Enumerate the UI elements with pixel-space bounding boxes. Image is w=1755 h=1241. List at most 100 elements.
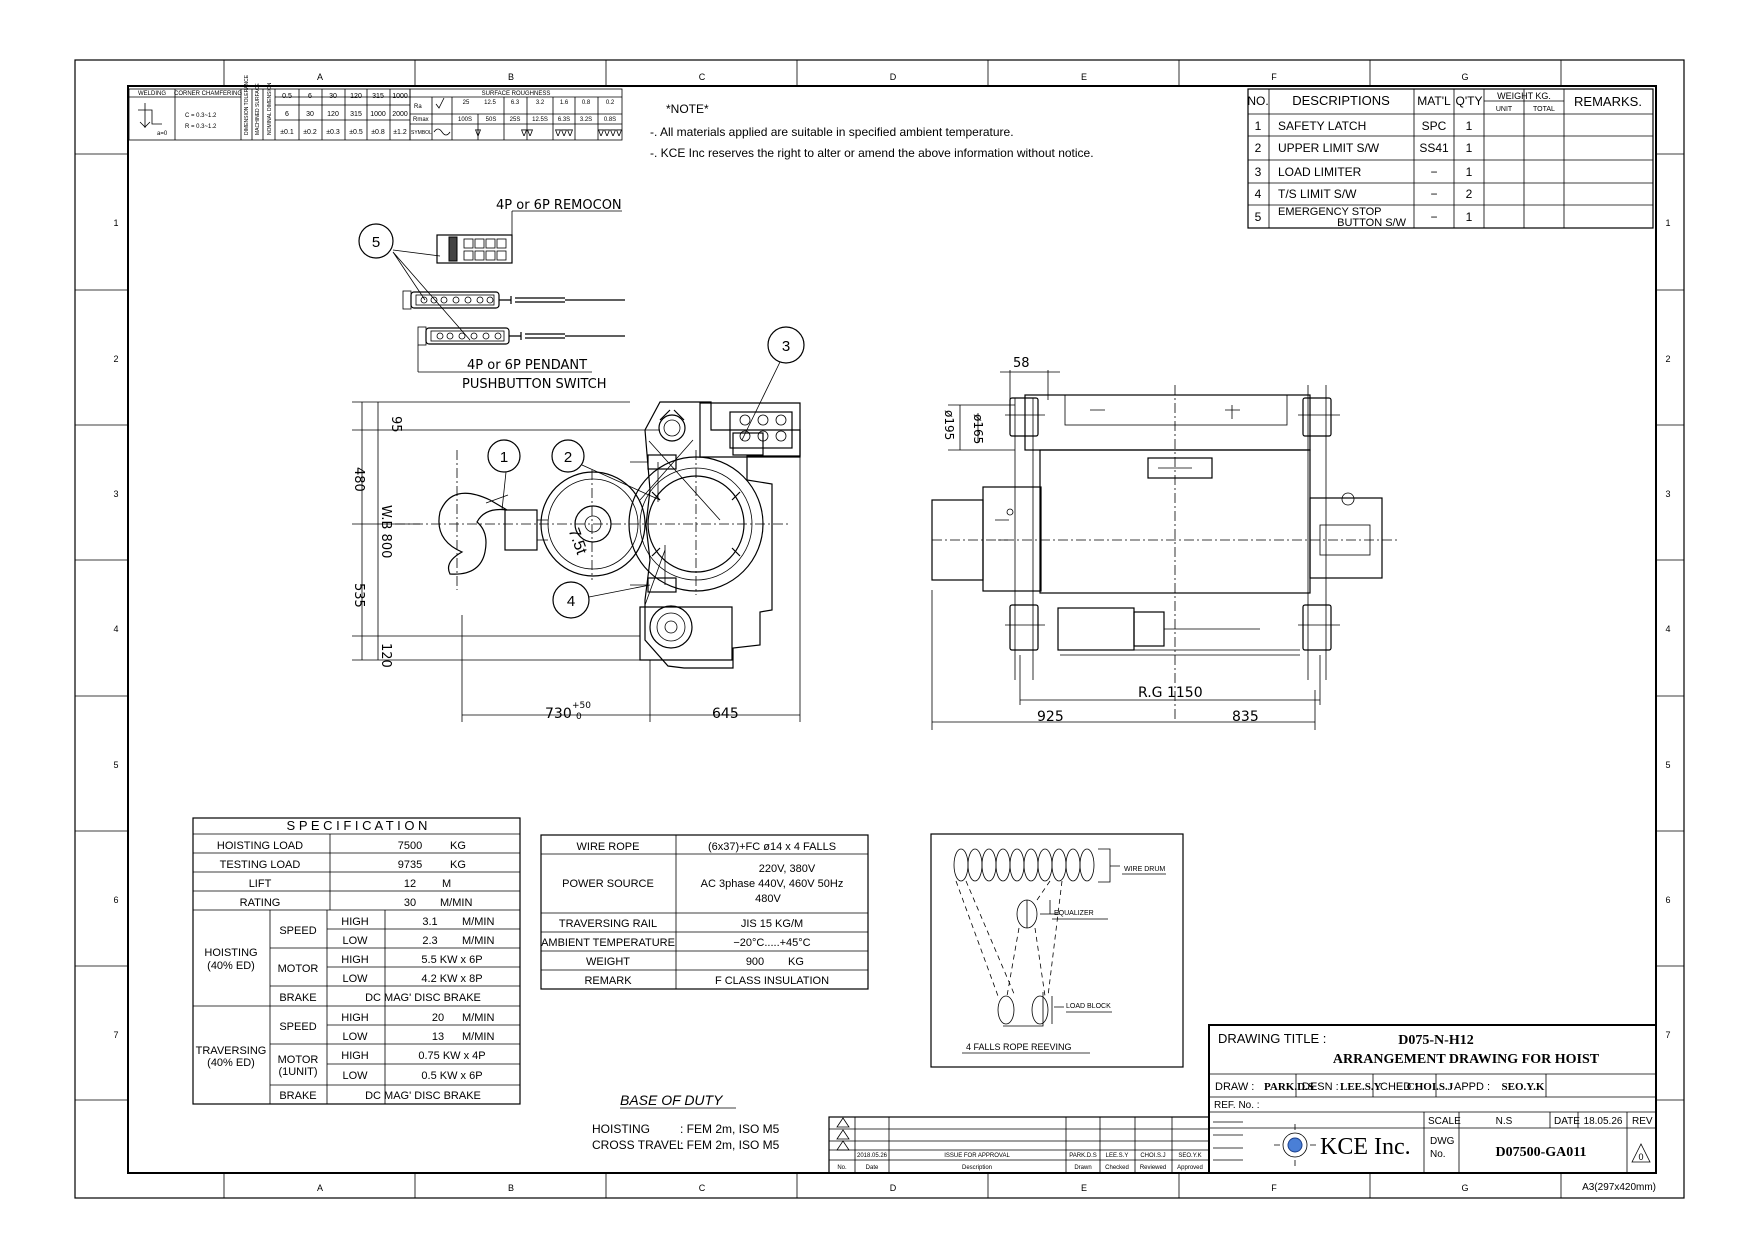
ra-value: 0.2: [606, 100, 615, 106]
grid-row-right: 3: [1665, 489, 1670, 499]
scale-value: N.S: [1496, 1116, 1513, 1127]
ref-label: REF. No. :: [1214, 1100, 1260, 1111]
grid-col-top: F: [1271, 72, 1277, 82]
spec-traversing: TRAVERSING: [196, 1045, 267, 1057]
duty-cross: CROSS TRAVEL: [592, 1138, 684, 1152]
traverse-motor: [1057, 607, 1135, 651]
grid-col-bottom: C: [699, 1183, 706, 1193]
spec-low: LOW: [342, 1070, 368, 1082]
pendant-body: [410, 291, 500, 309]
dim-120: 120: [378, 643, 393, 668]
ra-value: 6.3: [511, 100, 520, 106]
spec-testing-load: TESTING LOAD: [220, 859, 301, 871]
grid-row-right: 5: [1665, 760, 1670, 770]
dim-95: 95: [388, 416, 403, 433]
title-line2: ARRANGEMENT DRAWING FOR HOIST: [1333, 1052, 1600, 1067]
duty-hoisting: HOISTING: [592, 1122, 650, 1136]
parts-header-total: TOTAL: [1533, 106, 1555, 113]
spec-high: HIGH: [341, 916, 369, 928]
rev-checked: LEE.S.Y: [1106, 1153, 1129, 1159]
grid-col-top: A: [317, 72, 323, 82]
balloon-1-label: 1: [500, 449, 508, 466]
grid-row-left: 1: [113, 218, 118, 228]
dim-tol-up: +50: [572, 701, 591, 711]
tol-value: ±0.8: [371, 129, 385, 136]
spec-high: HIGH: [341, 954, 369, 966]
parts-header-qty: Q'TY: [1456, 94, 1483, 108]
title-line1: D075-N-H12: [1398, 1033, 1473, 1048]
spec-rating-value: 30: [404, 897, 416, 909]
pushbutton-label: PUSHBUTTON SWITCH: [462, 377, 607, 392]
spec-kg: KG: [450, 840, 466, 852]
tol-value: ±0.1: [280, 129, 294, 136]
desn-value: LEE.S.Y: [1340, 1081, 1382, 1093]
rev-header: Drawn: [1074, 1165, 1091, 1171]
tol-range-top: 315: [372, 93, 384, 100]
drum-circle: [540, 471, 646, 577]
spec-h-speed-high: 3.1: [422, 916, 437, 928]
spec2-wire-rope: WIRE ROPE: [577, 841, 640, 853]
grid-col-bottom: F: [1271, 1183, 1277, 1193]
spec-brake: BRAKE: [279, 992, 316, 1004]
motor-circle: [628, 456, 764, 592]
spec-motor-unit: MOTOR: [278, 1054, 319, 1066]
parts-row-mat: −: [1430, 210, 1437, 224]
reeving-title: 4 FALLS ROPE REEVING: [966, 1042, 1072, 1052]
rev-value: 0: [1638, 1152, 1643, 1162]
grid-row-left: 5: [113, 760, 118, 770]
grid-row-left: 6: [113, 895, 118, 905]
grid-row-right: 6: [1665, 895, 1670, 905]
ra-value: 12.5: [484, 100, 496, 106]
parts-header-remarks: REMARKS.: [1574, 94, 1642, 109]
rev-header: Description: [962, 1165, 992, 1171]
rev-reviewed: CHOI.S.J: [1140, 1153, 1165, 1159]
spec-low: LOW: [342, 973, 368, 985]
company-name: KCE Inc.: [1320, 1134, 1411, 1160]
rmax-value: 3.2S: [580, 117, 592, 123]
spec-hoisting-load: HOISTING LOAD: [217, 840, 303, 852]
ra-value: 3.2: [536, 100, 545, 106]
tol-value: ±0.2: [303, 129, 317, 136]
title-label: DRAWING TITLE :: [1218, 1031, 1326, 1046]
parts-row-qty: 1: [1466, 119, 1473, 133]
parts-header-mat: MAT'L: [1417, 94, 1451, 108]
tol-range-bot: 1000: [370, 111, 386, 118]
parts-row-qty: 1: [1466, 165, 1473, 179]
spec-testing-load-value: 9735: [398, 859, 422, 871]
ra-value: 0.8: [582, 100, 591, 106]
grid-col-top: G: [1461, 72, 1468, 82]
appd-value: SEO.Y.K: [1501, 1081, 1544, 1093]
wheel: [1302, 397, 1332, 437]
tol-corner: CORNER CHAMFERING: [174, 91, 242, 97]
title-block: DRAWING TITLE : D075-N-H12 ARRANGEMENT D…: [1208, 1024, 1657, 1193]
wheel: [1302, 604, 1332, 651]
dim-835: 835: [1232, 709, 1259, 725]
balloon-5: [358, 223, 394, 259]
balloon-1: [487, 439, 521, 473]
parts-row-mat: SPC: [1422, 119, 1447, 133]
grid-col-top: D: [890, 72, 897, 82]
roughness-rmax: Rmax: [413, 117, 429, 123]
parts-row-no: 4: [1255, 187, 1262, 201]
parts-row-mat: SS41: [1419, 141, 1449, 155]
grid-row-left: 7: [113, 1030, 118, 1040]
date-label: DATE: [1554, 1116, 1580, 1127]
spec-hoisting-load-value: 7500: [398, 840, 422, 852]
tol-range-top: 6: [308, 93, 312, 100]
remocon-buttons: [463, 238, 507, 261]
spec-h-motor-low: 4.2 KW x 8P: [421, 973, 482, 985]
spec-low: LOW: [342, 935, 368, 947]
rev-header: No.: [837, 1165, 847, 1171]
gearbox: [1309, 497, 1383, 579]
rev-header: Date: [866, 1165, 879, 1171]
rev-header: Reviewed: [1140, 1165, 1166, 1171]
dwg-label-2: No.: [1430, 1149, 1446, 1160]
spec-speed: SPEED: [279, 1021, 316, 1033]
spec2-kg: KG: [788, 956, 804, 968]
spec-t-motor-low: 0.5 KW x 6P: [421, 1070, 482, 1082]
dim-535: 535: [351, 583, 366, 608]
parts-row-mat: −: [1430, 187, 1437, 201]
balloon-3: [767, 326, 805, 364]
hook-icon: [438, 492, 508, 575]
rmax-value: 100S: [458, 117, 472, 123]
